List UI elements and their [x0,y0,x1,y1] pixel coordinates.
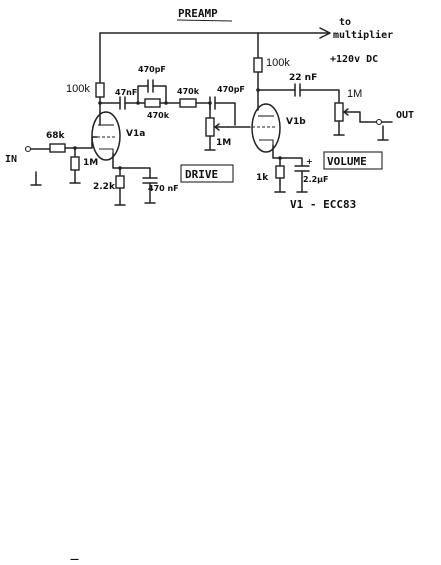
supply-voltage-label: +120v DC [330,54,378,65]
drive-label: DRIVE [185,168,218,181]
resistor-470k-top [179,98,197,108]
schematic-title: PREAMP [178,7,218,20]
cathode-capacitor-b-sign: + [306,157,313,166]
footer-mark: — [70,555,79,565]
cathode-resistor-b-label: 1k [256,173,269,183]
output-capacitor-label: 22 nF [289,73,317,83]
tube-v1b [251,103,281,153]
plate-resistor-b-label: 100k [266,57,290,69]
supply-to-label: to [339,17,351,28]
supply-rail [99,27,331,84]
grid-leak-resistor [70,156,80,171]
output-jack [375,118,383,126]
plate-resistor-a-label: 100k [66,83,90,95]
cathode-a-ground [114,187,126,206]
input-ground [30,171,42,186]
coupling-capacitor-a-label: 47nF [115,88,137,97]
volume-label-box [323,151,383,170]
cathode-resistor-b [275,165,285,179]
resistor-470k-top-label: 470k [177,87,200,96]
input-resistor-label: 68k [46,131,66,141]
input-label: IN [5,154,17,165]
cathode-capacitor-b-label: 2.2µF [303,175,329,184]
volume-pot-wiper [343,108,356,116]
cathode-resistor-a-label: 2.2k [93,182,116,192]
input-resistor [49,143,66,153]
cathode-b-ground [274,177,286,193]
output-ground [377,125,389,141]
drive-pot-ground [204,135,216,151]
tube-v1a-label: V1a [126,129,145,139]
title-underline [176,19,233,22]
bypass-capacitor-470p-label: 470pF [138,65,166,74]
tube-type-label: V1 - ECC83 [290,198,356,211]
resistor-470k-bottom-label: 470k [147,111,170,120]
volume-pot-ground [333,120,345,136]
tube-v1a-cathode [99,148,114,153]
volume-pot-label: 1M [347,88,362,100]
drive-pot-wiper [214,123,229,131]
volume-potentiometer [334,102,344,122]
input-jack [24,145,32,153]
drive-label-box [180,164,234,183]
grid-leak-resistor-label: 1M [83,158,98,168]
resistor-470k-bottom [144,98,161,108]
plate-resistor-a [95,82,105,98]
cathode-capacitor-a-ground [144,182,156,204]
cathode-capacitor-a-label: 470 nF [148,184,179,193]
plate-resistor-b [253,57,263,73]
output-label: OUT [396,110,414,121]
grid-leak-ground [69,169,81,184]
tube-v1a [91,111,121,161]
cathode-capacitor-b-ground [296,170,308,193]
drive-potentiometer [205,117,215,137]
supply-multiplier-label: multiplier [333,29,393,41]
cathode-resistor-a [115,175,125,189]
drive-capacitor-470p-label: 470pF [217,85,245,94]
drive-pot-label: 1M [216,138,231,148]
tube-v1b-label: V1b [286,117,306,127]
tube-v1b-cathode [259,139,274,145]
volume-label: VOLUME [327,155,367,168]
